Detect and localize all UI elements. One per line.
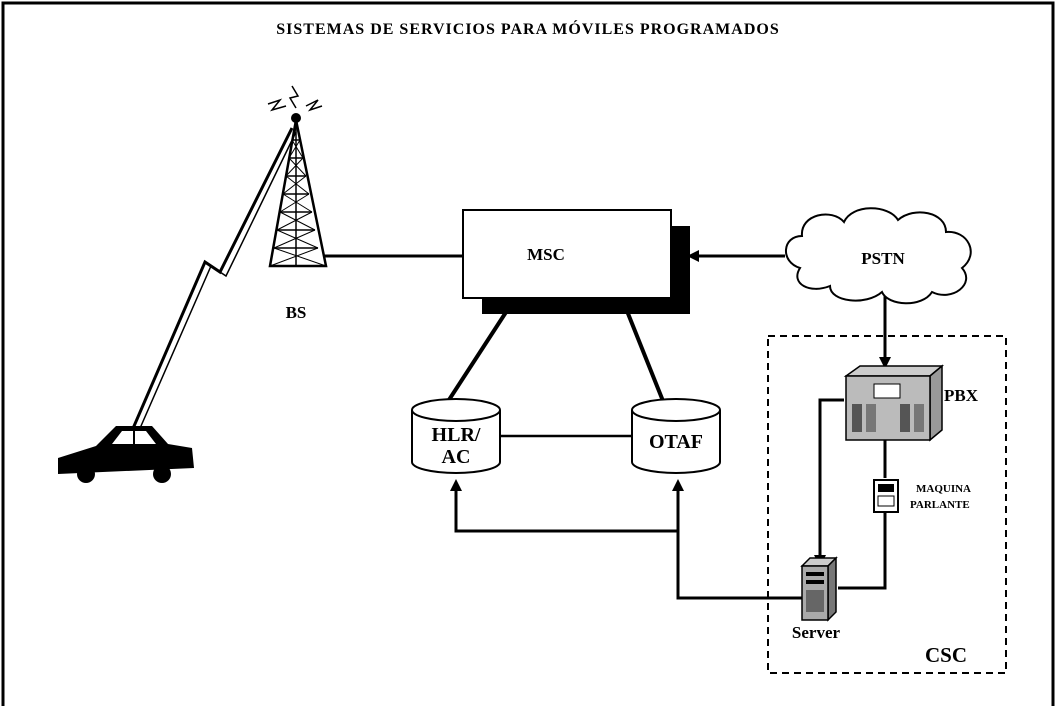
talking-machine-label-line2: PARLANTE [910, 499, 970, 511]
server-label: Server [792, 623, 841, 642]
car-icon [58, 426, 194, 483]
talking-machine-icon [873, 479, 899, 513]
pbx-label: PBX [944, 386, 979, 405]
talking-machine-label-line1: MAQUINA [916, 483, 971, 495]
link-machine-server [838, 512, 887, 590]
lightning-bolt-icon [126, 127, 294, 441]
hlr-label-line2: AC [442, 446, 471, 468]
hlr-label-line1: HLR/ [432, 424, 481, 446]
otaf-cylinder-icon [631, 398, 721, 474]
antenna-tower-icon [267, 85, 328, 268]
pbx-cabinet-icon [843, 364, 945, 442]
link-msc-hlr [443, 304, 512, 408]
otaf-label: OTAF [649, 431, 703, 453]
link-csc-hlr [450, 479, 678, 533]
link-msc-otaf [623, 305, 667, 407]
bs-label: BS [286, 303, 307, 322]
link-pbx-server [814, 398, 844, 567]
lightning-bolt-shadow [133, 131, 297, 443]
msc-label: MSC [527, 245, 565, 264]
pstn-label: PSTN [861, 249, 905, 268]
cloud-icon [785, 207, 972, 305]
database-cylinder-icon [411, 398, 501, 474]
link-server-otaf [672, 479, 805, 600]
msc-box [462, 209, 690, 314]
csc-label: CSC [925, 643, 967, 667]
server-tower-icon [800, 556, 838, 622]
diagram-title: SISTEMAS DE SERVICIOS PARA MÓVILES PROGR… [276, 19, 779, 38]
